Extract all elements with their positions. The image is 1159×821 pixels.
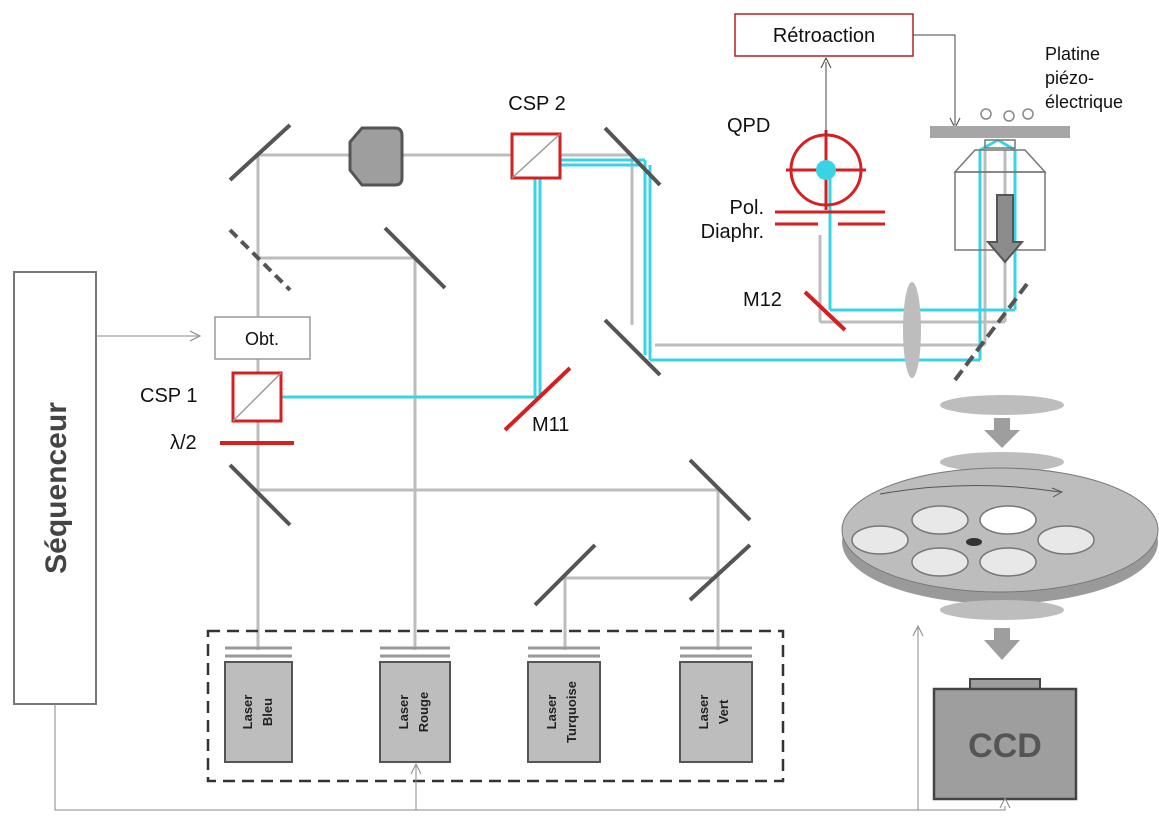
lambda-label: λ/2 bbox=[170, 432, 197, 454]
mirror-rouge bbox=[383, 226, 447, 290]
sample-stars-icon bbox=[980, 108, 1034, 122]
laser-rouge-line1: Laser bbox=[396, 695, 411, 730]
lens-tube bbox=[903, 282, 921, 378]
arrow-qpd-retro bbox=[820, 56, 832, 69]
mirror-m11 bbox=[503, 366, 572, 432]
platine-label-1: Platine bbox=[1045, 44, 1100, 64]
ccd-camera bbox=[932, 678, 1078, 801]
mirror-m12 bbox=[803, 290, 847, 332]
m11-label: M11 bbox=[532, 414, 569, 436]
retroaction-label: Rétroaction bbox=[773, 25, 875, 47]
laser-turquoise-line2: Turquoise bbox=[564, 681, 579, 743]
obturator-box bbox=[214, 316, 311, 360]
obturator-label: Obt. bbox=[245, 329, 279, 349]
mirror-dichroic-left bbox=[228, 228, 292, 292]
mirror-vert bbox=[688, 458, 752, 522]
laser-vert-line1: Laser bbox=[696, 695, 711, 730]
lens-2 bbox=[940, 452, 1064, 472]
mirror-lower-left bbox=[228, 463, 292, 527]
csp1-label: CSP 1 bbox=[140, 385, 197, 407]
filter-wheel bbox=[841, 467, 1159, 604]
platine-label-3: électrique bbox=[1045, 92, 1123, 112]
mirror-mid-right bbox=[603, 318, 662, 377]
mirror-top-left bbox=[228, 123, 292, 182]
qpd-detector bbox=[786, 130, 866, 210]
down-arrow-objective bbox=[985, 194, 1025, 264]
laser-enclosure bbox=[206, 629, 785, 783]
cyan-beams bbox=[258, 138, 1017, 399]
laser-windows bbox=[225, 646, 752, 658]
laser-boxes bbox=[224, 661, 753, 763]
qpd-label: QPD bbox=[727, 115, 770, 137]
laser-bleu-line2: Bleu bbox=[260, 698, 275, 726]
ccd-label: CCD bbox=[968, 727, 1042, 765]
lens-3 bbox=[940, 600, 1064, 620]
laser-bleu-line1: Laser bbox=[240, 695, 255, 730]
prism-retroreflector bbox=[348, 126, 404, 187]
mirror-dichroic-right bbox=[953, 278, 1032, 382]
laser-vert-line2: Vert bbox=[716, 699, 731, 724]
down-arrow-1 bbox=[984, 418, 1020, 448]
mirror-top-right bbox=[603, 126, 662, 187]
sequenceur-box bbox=[13, 271, 97, 705]
csp2-label: CSP 2 bbox=[508, 93, 565, 115]
platine-label-2: piézo- bbox=[1045, 68, 1094, 88]
csp2-cube bbox=[510, 132, 562, 180]
laser-rouge-line2: Rouge bbox=[416, 692, 431, 732]
m12-label: M12 bbox=[743, 289, 782, 311]
pol-label: Pol. bbox=[730, 197, 764, 219]
mirror-vert-lower bbox=[688, 543, 752, 602]
diaphr-label: Diaphr. bbox=[701, 221, 764, 243]
laser-turquoise-line1: Laser bbox=[544, 695, 559, 730]
mirrors bbox=[228, 123, 1032, 607]
piezo-stage bbox=[930, 126, 1070, 138]
control-lines bbox=[54, 330, 1011, 811]
lens-1 bbox=[940, 395, 1064, 415]
sequenceur-label: Séquenceur bbox=[40, 402, 73, 574]
down-arrow-2 bbox=[984, 628, 1020, 660]
csp1-cube bbox=[231, 371, 283, 423]
mirror-turquoise bbox=[533, 543, 597, 607]
